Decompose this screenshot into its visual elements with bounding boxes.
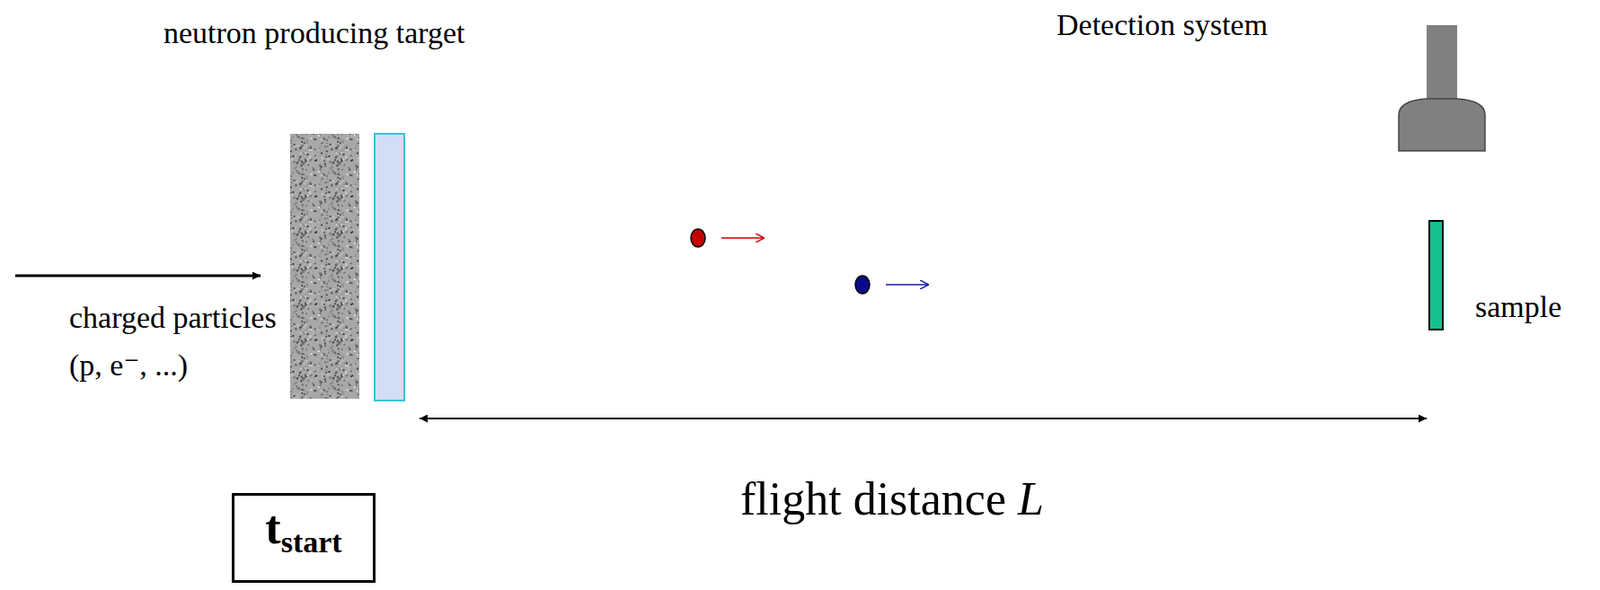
- beam-label: charged particles (p, e⁻, ...): [69, 293, 294, 389]
- distance-symbol: L: [1017, 471, 1044, 528]
- time-subscript: start: [281, 525, 343, 560]
- neutron-arrow: [885, 283, 929, 286]
- beam-arrow: [15, 274, 261, 278]
- target-label: neutron producing target: [163, 14, 466, 52]
- time-box: tstart: [231, 493, 376, 584]
- neutron-dot: [690, 229, 706, 248]
- distance-arrow: [419, 417, 1427, 420]
- neutron-dot: [855, 275, 870, 294]
- detector-stem: [1426, 25, 1458, 101]
- target-block: [290, 133, 360, 399]
- moderator-slab: [374, 133, 405, 401]
- detector-label: Detection system: [1056, 6, 1268, 44]
- neutron-arrow: [721, 237, 765, 239]
- sample-label: sample: [1475, 288, 1562, 326]
- time-symbol: t: [265, 501, 281, 555]
- sample-plate: [1429, 220, 1443, 330]
- detector-head: [1398, 98, 1486, 151]
- distance-label: flight distance: [740, 471, 1007, 528]
